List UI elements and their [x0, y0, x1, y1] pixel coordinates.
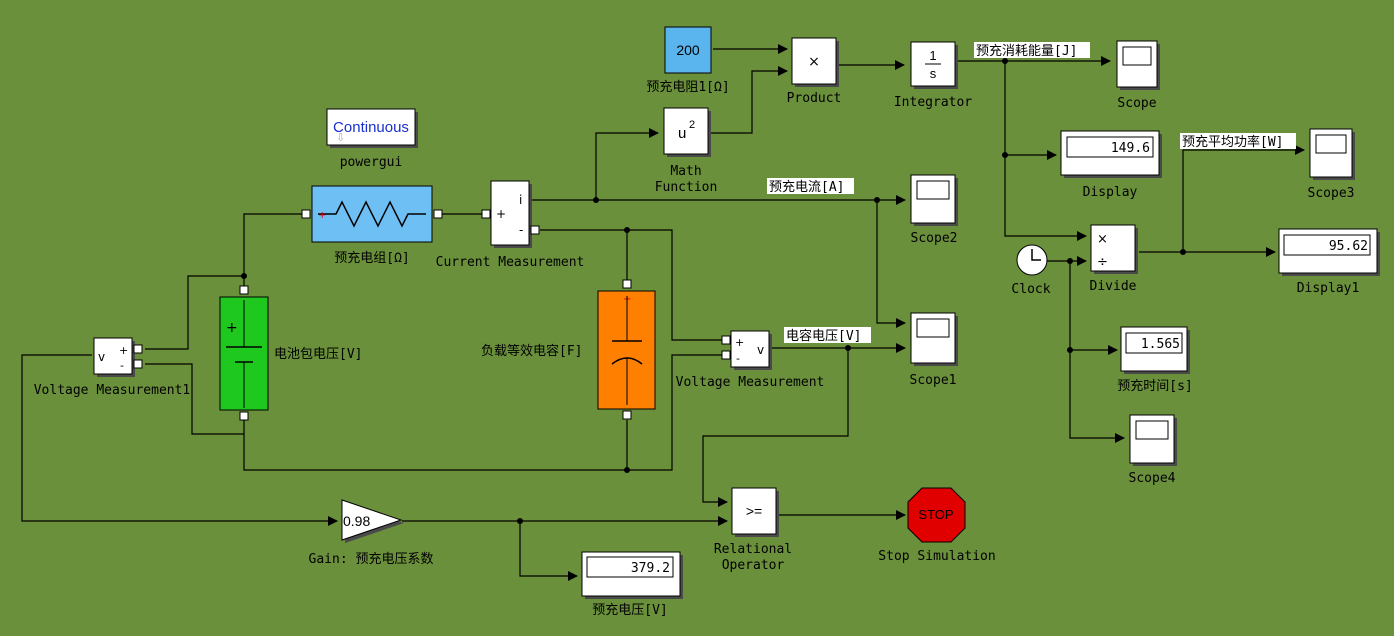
display-label: Display [1083, 185, 1138, 200]
product-block[interactable]: × [791, 37, 839, 87]
clock-label: Clock [1011, 282, 1050, 297]
display-block[interactable]: 149.6 [1060, 130, 1162, 178]
precharge-resistor-label: 预充电组[Ω] [334, 250, 409, 266]
capacitor-label: 负载等效电容[F] [481, 343, 582, 359]
junctions [241, 58, 1186, 524]
divide-label: Divide [1090, 279, 1137, 294]
signal-labels: 预充消耗能量[J] 预充平均功率[W] 预充电流[A] 电容电压[V] [767, 42, 1296, 344]
resistor-constant-label: 预充电阻1[Ω] [646, 79, 729, 95]
voltage-measurement1-block[interactable]: v + - [93, 337, 143, 377]
svg-text:>=: >= [746, 503, 762, 519]
svg-text:-: - [519, 223, 523, 237]
integrator-block[interactable]: 1 s [910, 41, 958, 89]
svg-text:+: + [496, 207, 506, 221]
wires [21, 44, 1305, 581]
product-label: Product [787, 91, 842, 106]
resistor-constant-block[interactable]: 200 [664, 26, 712, 74]
svg-text:2: 2 [689, 119, 695, 131]
stop-simulation-label: Stop Simulation [878, 549, 995, 564]
display1-value: 95.62 [1329, 239, 1368, 254]
resistor-icon [318, 200, 426, 228]
signal-energy-label: 预充消耗能量[J] [976, 43, 1077, 59]
scope4-block[interactable] [1129, 414, 1177, 466]
display1-label: Display1 [1297, 281, 1360, 296]
voltage-display-value: 379.2 [631, 561, 670, 576]
relational-operator-label1: Relational [714, 542, 792, 557]
voltage-measurement-block[interactable]: + - v [721, 330, 772, 370]
svg-text:+: + [119, 344, 128, 357]
scope1-block[interactable] [910, 312, 958, 366]
current-measurement-label: Current Measurement [436, 255, 585, 270]
powergui-arrow-icon: ⇩ [336, 131, 345, 144]
powergui-block[interactable]: Continuous ⇩ [326, 108, 418, 148]
svg-text:+: + [735, 336, 744, 349]
powergui-label: powergui [340, 155, 403, 170]
gain-label: Gain: 预充电压系数 [309, 551, 434, 567]
svg-text:×: × [808, 54, 820, 70]
math-function-block[interactable]: u 2 [663, 107, 711, 157]
svg-text:v: v [98, 350, 105, 364]
signal-current-label: 预充电流[A] [769, 179, 844, 195]
voltage-display-label: 预充电压[V] [592, 602, 667, 618]
clock-block[interactable] [1016, 244, 1048, 276]
voltage-measurement-label: Voltage Measurement [676, 375, 825, 390]
resistor-constant-value: 200 [676, 42, 700, 58]
scope-block[interactable] [1116, 40, 1160, 90]
gain-block[interactable]: 0.98 [341, 499, 404, 543]
battery-label: 电池包电压[V] [274, 347, 362, 362]
svg-text:i: i [519, 193, 522, 207]
svg-text:s: s [930, 66, 937, 81]
scope-label: Scope [1117, 96, 1156, 111]
scope3-block[interactable] [1309, 128, 1355, 180]
svg-text:1: 1 [929, 48, 936, 63]
relational-operator-label2: Operator [722, 558, 785, 573]
scope2-block[interactable] [910, 174, 958, 226]
precharge-resistor-block[interactable]: + [301, 185, 443, 243]
signal-avg-power-label: 预充平均功率[W] [1182, 134, 1283, 150]
signal-cap-voltage-label: 电容电压[V] [786, 328, 861, 344]
svg-text:÷: ÷ [1097, 255, 1108, 270]
scope1-label: Scope1 [910, 373, 957, 388]
time-display-value: 1.565 [1141, 337, 1180, 352]
current-measurement-block[interactable]: i + - [481, 180, 540, 248]
svg-text:-: - [736, 352, 740, 365]
scope3-label: Scope3 [1308, 186, 1355, 201]
voltage-measurement1-label: Voltage Measurement1 [34, 383, 191, 398]
math-function-label1: Math [670, 164, 701, 179]
scope4-label: Scope4 [1129, 471, 1176, 486]
capacitor-block[interactable]: + [597, 279, 656, 420]
svg-text:+: + [226, 320, 238, 336]
relational-operator-block[interactable]: >= [731, 487, 779, 537]
svg-text:u: u [678, 125, 686, 142]
voltage-display-block[interactable]: 379.2 [581, 551, 683, 599]
integrator-label: Integrator [894, 95, 972, 110]
time-display-label: 预充时间[s] [1117, 378, 1192, 394]
scope2-label: Scope2 [911, 231, 958, 246]
divide-block[interactable]: × ÷ [1090, 224, 1138, 274]
math-function-label2: Function [655, 180, 718, 195]
stop-sign-icon: STOP [918, 507, 953, 522]
svg-text:-: - [120, 359, 124, 372]
display-value: 149.6 [1111, 141, 1150, 156]
battery-block[interactable]: + [219, 285, 269, 421]
svg-text:×: × [1097, 232, 1108, 247]
clock-icon [1031, 249, 1041, 261]
gain-value: 0.98 [343, 513, 370, 529]
powergui-text: Continuous [333, 119, 409, 136]
time-display-block[interactable]: 1.565 [1120, 326, 1190, 374]
stop-simulation-block[interactable]: STOP [907, 487, 966, 543]
svg-text:v: v [757, 343, 764, 357]
display1-block[interactable]: 95.62 [1278, 228, 1380, 276]
svg-text:+: + [318, 210, 326, 221]
